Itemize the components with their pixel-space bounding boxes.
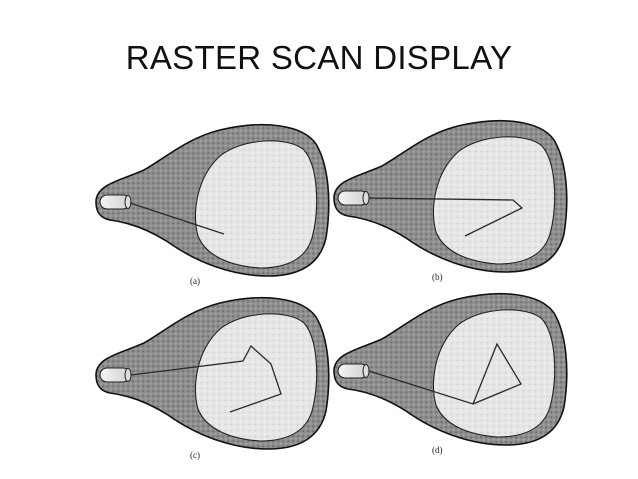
crt-panel-a: (a) — [95, 123, 330, 286]
panel-label-d: (d) — [432, 445, 443, 455]
panel-label-c: (c) — [190, 450, 200, 460]
crt-panel-b: (b) — [333, 119, 568, 282]
crt-panel-d: (d) — [333, 292, 568, 455]
slide-title: RASTER SCAN DISPLAY — [125, 39, 513, 76]
panel-label-a: (a) — [190, 276, 200, 286]
beam-path-b — [368, 197, 524, 237]
beam-path-c — [130, 344, 282, 413]
panel-label-b: (b) — [432, 272, 443, 282]
beam-path-d — [368, 342, 522, 405]
crt-panel-c: (c) — [95, 296, 330, 460]
beam-path-a — [129, 202, 225, 235]
